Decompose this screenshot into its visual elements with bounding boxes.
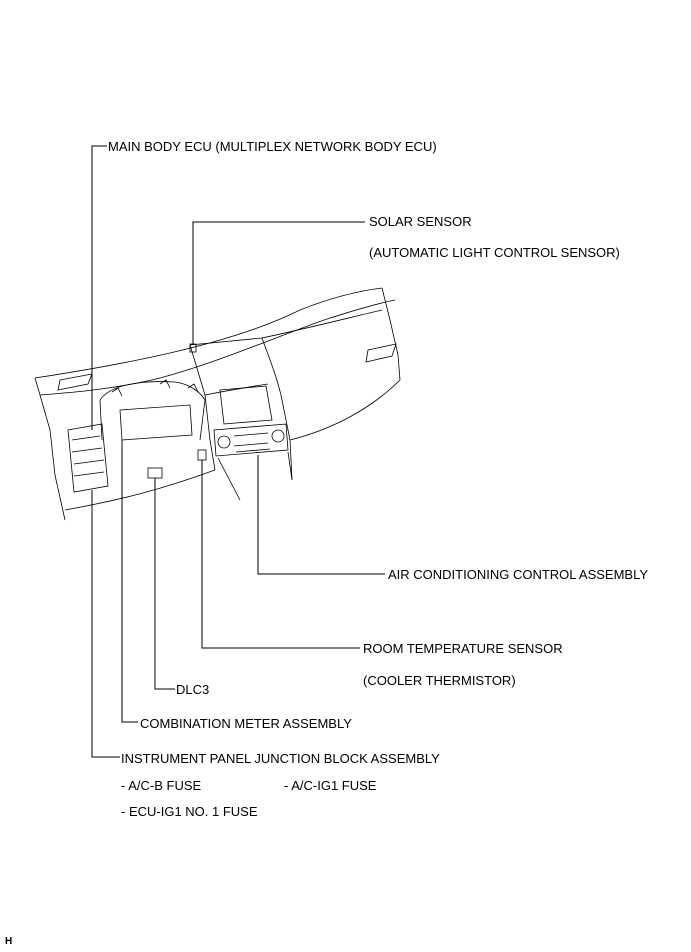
display-screen <box>219 385 273 425</box>
leader-solar-sensor <box>192 221 365 344</box>
label-room-temp-sensor: ROOM TEMPERATURE SENSOR <box>363 641 563 656</box>
leader-combination-meter <box>121 440 138 723</box>
leader-junction-block <box>91 490 120 758</box>
ac-buttons <box>233 432 271 453</box>
leader-lines <box>91 145 385 758</box>
right-vent <box>365 343 397 363</box>
dash-mid-right <box>261 309 383 339</box>
label-combination-meter: COMBINATION METER ASSEMBLY <box>140 716 352 731</box>
room-temp-sensor <box>197 449 207 461</box>
dash-lower-left <box>64 469 216 511</box>
label-main-body-ecu: MAIN BODY ECU (MULTIPLEX NETWORK BODY EC… <box>108 139 437 154</box>
dash-left-edge <box>39 394 66 521</box>
left-vent <box>57 373 93 391</box>
dlc3-connector <box>147 467 163 479</box>
label-fuse-acig1: - A/C-IG1 FUSE <box>284 778 377 793</box>
meter-hood <box>99 381 206 401</box>
meter-body <box>119 404 193 441</box>
label-solar-sensor-sub: (AUTOMATIC LIGHT CONTROL SENSOR) <box>369 245 620 260</box>
dash-right-edge <box>381 287 401 381</box>
junction-block <box>67 423 109 493</box>
lower-stack <box>217 451 293 501</box>
label-junction-block: INSTRUMENT PANEL JUNCTION BLOCK ASSEMBLY <box>121 751 440 766</box>
label-solar-sensor: SOLAR SENSOR <box>369 214 472 229</box>
leader-dlc3 <box>154 478 175 690</box>
leader-main-body-ecu <box>91 145 107 430</box>
label-fuse-acb: - A/C-B FUSE <box>121 778 202 793</box>
dashboard-drawing <box>34 287 401 521</box>
center-stack-left <box>189 344 216 471</box>
corner-mark: H <box>5 936 13 947</box>
label-fuse-ecuig1: - ECU-IG1 NO. 1 FUSE <box>121 804 258 819</box>
ac-knob-right <box>271 429 285 443</box>
center-stack-right <box>189 337 293 481</box>
junction-block-detail <box>71 435 105 477</box>
meter-tabs <box>111 379 199 397</box>
ac-panel <box>213 423 289 457</box>
label-room-temp-sub: (COOLER THERMISTOR) <box>363 673 516 688</box>
dash-lower-right <box>289 379 401 441</box>
ac-knob-left <box>217 435 231 449</box>
meter-hood-sides <box>99 399 206 441</box>
dash-upper-surface <box>34 299 396 396</box>
leader-air-conditioning <box>257 455 385 575</box>
center-stack-mid <box>204 383 269 396</box>
label-air-conditioning: AIR CONDITIONING CONTROL ASSEMBLY <box>388 567 649 582</box>
dash-top-contour <box>34 287 383 379</box>
label-dlc3: DLC3 <box>176 682 210 697</box>
leader-room-temp-sensor <box>201 460 360 649</box>
